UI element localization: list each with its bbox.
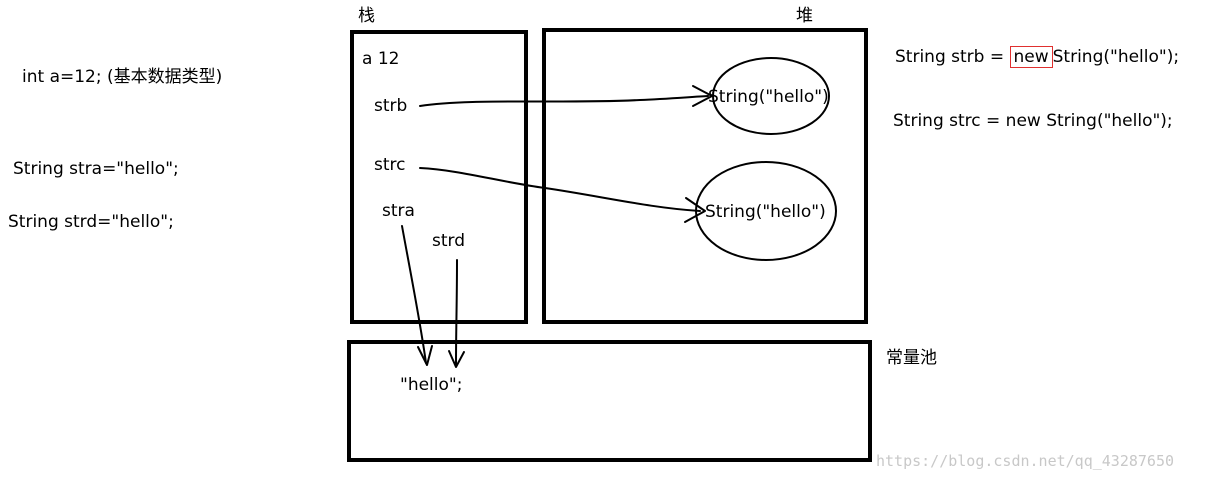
pool-title: 常量池	[886, 348, 937, 368]
int-declaration: int a=12; (基本数据类型)	[22, 67, 223, 87]
strc-declaration: String strc = new String("hello");	[893, 111, 1173, 131]
stack-box	[350, 30, 528, 324]
heap-title: 堆	[796, 6, 813, 26]
stack-entry-stra: stra	[382, 201, 415, 221]
strd-declaration: String strd="hello";	[8, 212, 174, 232]
stack-entry-a: a 12	[362, 49, 400, 69]
stra-declaration: String stra="hello";	[13, 159, 179, 179]
stack-entry-strd: strd	[432, 231, 466, 251]
strb-decl-prefix: String strb =	[895, 47, 1005, 67]
stack-entry-strc: strc	[374, 155, 406, 175]
constant-pool-box	[347, 340, 872, 462]
heap-box	[542, 28, 868, 324]
new-keyword-highlight: new	[1009, 46, 1053, 68]
heap-object-2-label: String("hello")	[705, 202, 826, 222]
pool-literal-hello: "hello";	[400, 375, 463, 395]
watermark-url: https://blog.csdn.net/qq_43287650	[876, 452, 1175, 470]
stack-entry-strb: strb	[374, 96, 408, 116]
stack-title: 栈	[358, 6, 375, 26]
heap-object-1-label: String("hello")	[708, 87, 829, 107]
strb-decl-suffix: String("hello");	[1052, 47, 1180, 67]
